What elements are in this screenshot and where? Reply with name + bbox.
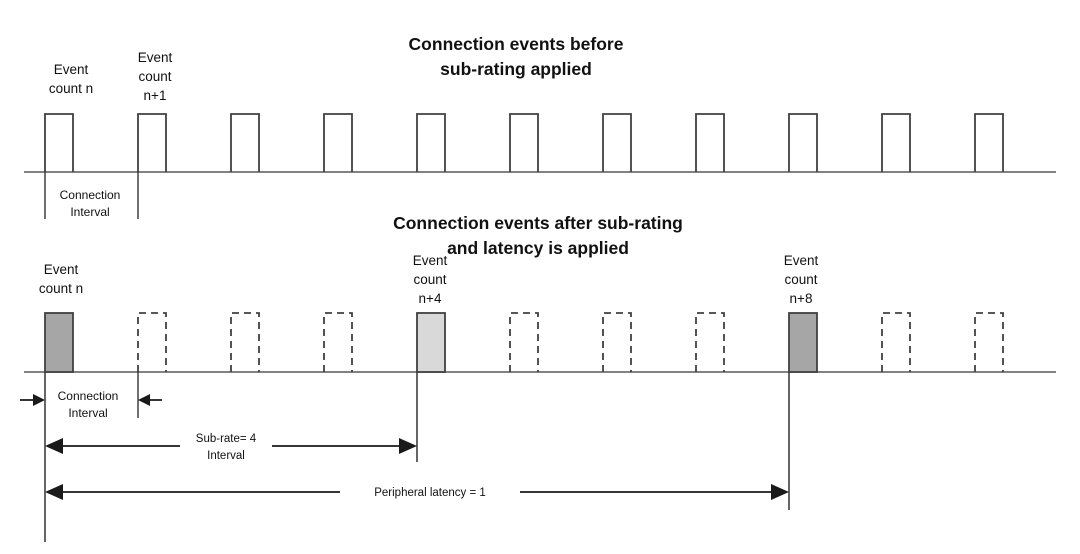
bottom-event-label-n8-line2: count: [784, 272, 817, 287]
bottom-title: Connection events after sub-rating and l…: [393, 213, 683, 258]
bottom-connection-interval: Connection Interval: [20, 389, 162, 420]
sub-rate-label-line2: Interval: [207, 450, 245, 462]
top-track: Event count n Event count n+1: [24, 50, 1056, 219]
bottom-pulse-5-dashed: [509, 312, 539, 372]
bottom-solid-pulse-group: [44, 312, 818, 373]
top-interval-label-line1: Connection: [60, 188, 121, 202]
top-title-line2: sub-rating applied: [440, 59, 592, 79]
bottom-pulse-3-dashed: [323, 312, 353, 372]
latency-label: Peripheral latency = 1: [374, 487, 486, 499]
top-title: Connection events before sub-rating appl…: [409, 34, 624, 79]
top-pulse-6: [602, 113, 632, 172]
latency-arrowhead-left: [45, 484, 63, 500]
top-pulse-5: [509, 113, 539, 172]
bottom-pulse-7-dashed: [695, 312, 725, 372]
bottom-pulse-6-dashed: [602, 312, 632, 372]
bottom-track: Event count n Event count n+4 Event coun…: [20, 253, 1056, 542]
bottom-event-label-n4: Event count n+4: [413, 253, 448, 306]
bottom-pulse-4-solid: [416, 312, 446, 373]
bottom-title-line2: and latency is applied: [447, 238, 629, 258]
top-pulse-9: [881, 113, 911, 172]
top-pulse-7: [695, 113, 725, 172]
bottom-event-label-n-line2: count n: [39, 281, 83, 296]
bottom-event-label-n8-line1: Event: [784, 253, 819, 268]
bottom-pulse-10-dashed: [974, 312, 1004, 372]
dimension-peripheral-latency: Peripheral latency = 1: [45, 484, 789, 500]
bottom-event-label-n4-line2: count: [413, 272, 446, 287]
top-event-label-n-line2: count n: [49, 81, 93, 96]
bottom-pulse-9-dashed: [881, 312, 911, 372]
bottom-pulse-1-dashed: [137, 312, 167, 372]
top-interval-label-line2: Interval: [70, 205, 109, 219]
top-event-label-n: Event count n: [49, 62, 93, 96]
bottom-pulse-0-solid: [44, 312, 74, 373]
top-event-label-n1-line3: n+1: [144, 88, 167, 103]
top-event-label-n1: Event count n+1: [138, 50, 173, 103]
bottom-event-label-n-line1: Event: [44, 262, 79, 277]
top-pulse-10: [974, 113, 1004, 172]
top-connection-interval: Connection Interval: [44, 172, 139, 219]
bottom-event-label-n4-line3: n+4: [419, 291, 442, 306]
bottom-dashed-pulse-group: [137, 312, 1004, 372]
top-title-line1: Connection events before: [409, 34, 624, 54]
top-pulse-0: [44, 113, 74, 172]
bottom-title-line1: Connection events after sub-rating: [393, 213, 683, 233]
bottom-interval-label-line2: Interval: [68, 406, 107, 420]
top-pulse-8: [788, 113, 818, 172]
bottom-event-label-n8-line3: n+8: [790, 291, 813, 306]
bottom-pulse-8-solid: [788, 312, 818, 373]
sub-rate-arrowhead-left: [45, 438, 63, 454]
bottom-interval-arrowhead-right: [138, 394, 150, 406]
bottom-interval-label-line1: Connection: [58, 389, 119, 403]
top-pulse-4: [416, 113, 446, 172]
bottom-pulse-2-dashed: [230, 312, 260, 372]
dimension-sub-rate: Sub-rate= 4 Interval: [45, 433, 417, 462]
top-event-label-n-line1: Event: [54, 62, 89, 77]
top-pulse-2: [230, 113, 260, 172]
bottom-event-label-n8: Event count n+8: [784, 253, 819, 306]
top-pulse-group: [44, 113, 1004, 172]
bottom-event-label-n4-line1: Event: [413, 253, 448, 268]
top-event-label-n1-line1: Event: [138, 50, 173, 65]
top-event-label-n1-line2: count: [138, 69, 171, 84]
top-pulse-3: [323, 113, 353, 172]
top-pulse-1: [137, 113, 167, 172]
bottom-event-label-n: Event count n: [39, 262, 83, 296]
bottom-interval-arrowhead-left: [33, 394, 45, 406]
sub-rate-label-line1: Sub-rate= 4: [196, 433, 257, 445]
latency-arrowhead-right: [771, 484, 789, 500]
sub-rate-arrowhead-right: [399, 438, 417, 454]
